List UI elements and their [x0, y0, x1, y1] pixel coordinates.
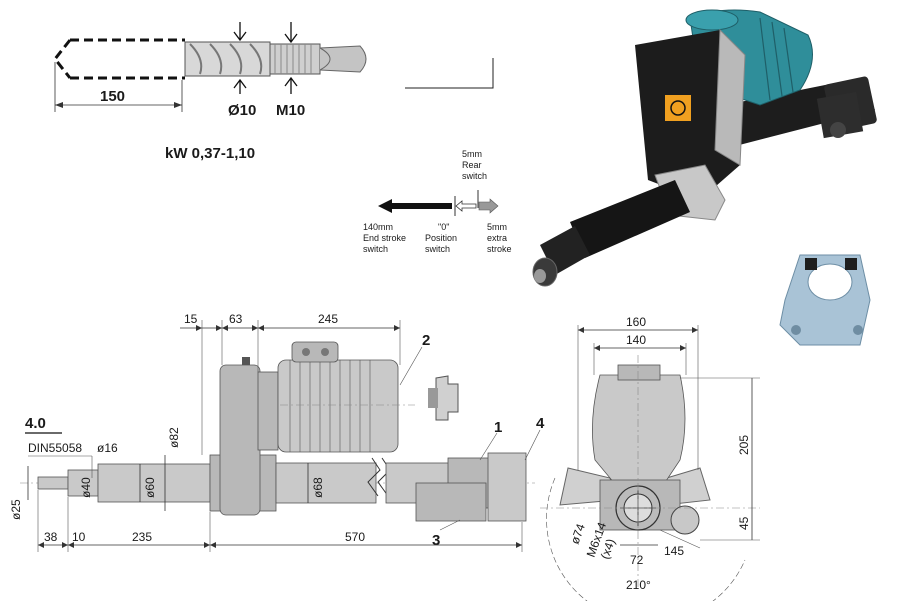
callout-4: 4 [536, 415, 545, 432]
side-view-drawing: 2 1 3 4 15 63 245 38 10 235 570 4.0 DIN5… [9, 312, 545, 552]
dim-235: 235 [132, 530, 152, 544]
thread-qty-label: (x4) [598, 537, 618, 561]
dia-16-label: ø16 [97, 441, 118, 455]
dia-74-label: ø74 [568, 522, 588, 547]
rod-end [37, 476, 69, 490]
dim-245: 245 [318, 312, 338, 326]
end-switch-line-1: 140mm [363, 222, 393, 232]
motor-fan-icon [435, 375, 459, 421]
warning-label-icon [665, 95, 691, 121]
drill-tap-detail: 150 Ø10 M10 kW 0,37-1,10 [53, 22, 367, 162]
dim-63: 63 [229, 312, 243, 326]
tap-icon [269, 43, 321, 75]
mounting-bracket-image [779, 254, 871, 346]
rear-switch-line-3: switch [462, 171, 487, 181]
dia-60-label: ø60 [143, 477, 157, 498]
position-switch-line-2: Position [425, 233, 457, 243]
angle-210: 210° [626, 578, 651, 592]
front-housing [592, 374, 686, 491]
rear-cap [487, 452, 527, 522]
actuator-tube [275, 462, 377, 504]
rear-switch-line-1: 5mm [462, 149, 482, 159]
actuator-product-image [532, 9, 877, 287]
position-switch-line-1: "0" [438, 222, 449, 232]
extra-stroke-line-2: extra [487, 233, 507, 243]
front-view-drawing: 160 140 205 45 ø74 M6x14 (x4) 72 145 210… [540, 315, 760, 601]
dim-72: 72 [630, 553, 644, 567]
dim-205: 205 [737, 435, 751, 455]
dia-10-label: Ø10 [228, 102, 256, 119]
dim-10: 10 [72, 530, 86, 544]
piston-rod [97, 463, 211, 503]
extra-stroke-line-1: 5mm [487, 222, 507, 232]
position-arrow-icon [455, 200, 477, 212]
power-rating-label: kW 0,37-1,10 [165, 145, 255, 162]
dia-25-label: ø25 [9, 499, 23, 520]
motor-body [277, 359, 399, 453]
dia-82-label: ø82 [167, 427, 181, 448]
callout-1: 1 [494, 419, 502, 436]
end-switch-line-2: End stroke [363, 233, 406, 243]
end-stroke-arrow-icon [378, 199, 452, 213]
position-switch-line-3: switch [425, 244, 450, 254]
dim-140: 140 [626, 333, 646, 347]
frame-corner [405, 58, 494, 89]
dim-15: 15 [184, 312, 198, 326]
dim-150-label: 150 [100, 88, 125, 105]
extra-stroke-line-3: stroke [487, 244, 512, 254]
dim-145: 145 [664, 544, 684, 558]
cable-box [415, 482, 487, 522]
callout-2: 2 [422, 332, 430, 349]
dim-38: 38 [44, 530, 58, 544]
section-label: 4.0 [25, 415, 46, 432]
gearbox-body [219, 364, 261, 516]
dim-45: 45 [737, 516, 751, 530]
dim-570: 570 [345, 530, 365, 544]
m-10-label: M10 [276, 102, 305, 119]
dia-40-label: ø40 [79, 477, 93, 498]
din-label: DIN55058 [28, 441, 82, 455]
drill-bit-icon [184, 41, 271, 77]
actuator-tube-icon [570, 180, 690, 258]
dim-160: 160 [626, 315, 646, 329]
rear-switch-line-2: Rear [462, 160, 482, 170]
dia-68-label: ø68 [311, 477, 325, 498]
end-switch-line-3: switch [363, 244, 388, 254]
callout-3: 3 [432, 532, 440, 549]
stroke-switch-diagram: 5mm Rear switch 140mm End stroke switch … [363, 149, 512, 254]
extra-stroke-arrow-icon [478, 198, 499, 214]
